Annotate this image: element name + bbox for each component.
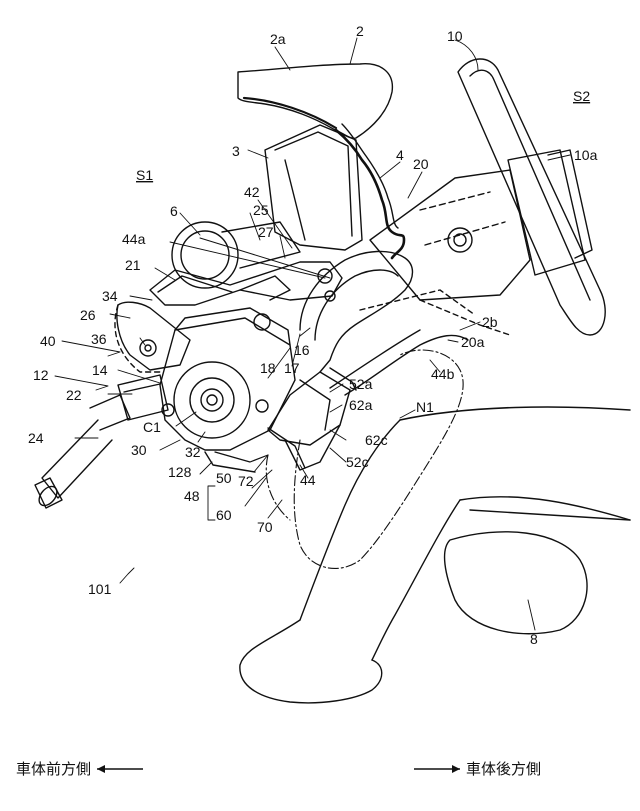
steering-wheel [457, 58, 606, 336]
label-17: 17 [284, 360, 300, 376]
label-52c: 52c [346, 454, 369, 470]
label-50: 50 [216, 470, 232, 486]
boundary-seal [334, 123, 406, 260]
label-128: 128 [168, 464, 192, 480]
label-21: 21 [125, 257, 141, 273]
label-30: 30 [131, 442, 147, 458]
label-101: 101 [88, 581, 112, 597]
label-10: 10 [447, 28, 463, 44]
label-N1: N1 [416, 399, 434, 415]
label-36: 36 [91, 331, 107, 347]
label-2: 2 [356, 23, 364, 39]
label-42: 42 [244, 184, 260, 200]
rear-direction-label: 車体後方側 [466, 760, 542, 778]
lower-bracket [114, 301, 191, 373]
label-24: 24 [28, 430, 44, 446]
upper-bracket [149, 237, 343, 331]
label-32: 32 [185, 444, 201, 460]
label-34: 34 [102, 288, 118, 304]
steering-column [359, 169, 531, 336]
front-direction: 車体前方側 [16, 758, 145, 779]
label-27: 27 [258, 224, 274, 240]
label-2a: 2a [270, 31, 286, 47]
knee-absorber [267, 367, 357, 471]
label-6: 6 [170, 203, 178, 219]
label-2b: 2b [482, 314, 498, 330]
label-8: 8 [530, 631, 538, 647]
label-20: 20 [413, 156, 429, 172]
floor-pedal [239, 419, 461, 704]
label-60: 60 [216, 507, 232, 523]
label-44b: 44b [431, 366, 455, 382]
label-48: 48 [184, 488, 200, 504]
intermediate-shaft [34, 374, 169, 509]
label-44a: 44a [122, 231, 146, 247]
seat [399, 406, 631, 635]
front-direction-label: 車体前方側 [16, 760, 92, 778]
label-C1: C1 [143, 419, 161, 435]
label-70: 70 [257, 519, 273, 535]
motor-housing [159, 307, 296, 473]
part-labels: 2 2a 3 4 20 10 S2 10a S1 42 6 25 44a 27 … [28, 23, 598, 647]
label-22: 22 [66, 387, 82, 403]
label-10a: 10a [574, 147, 598, 163]
label-18: 18 [260, 360, 276, 376]
label-4: 4 [396, 147, 404, 163]
label-62a: 62a [349, 397, 373, 413]
label-16: 16 [294, 342, 310, 358]
label-52a: 52a [349, 376, 373, 392]
label-44: 44 [300, 472, 316, 488]
label-26: 26 [80, 307, 96, 323]
arrow-right-icon [414, 764, 460, 773]
label-25: 25 [253, 202, 269, 218]
label-72: 72 [238, 473, 254, 489]
label-S2: S2 [573, 88, 590, 104]
rear-direction: 車体後方側 [412, 758, 541, 779]
label-S1: S1 [136, 167, 153, 183]
arrow-left-icon [97, 764, 144, 773]
label-3: 3 [232, 143, 240, 159]
leader-lines [54, 37, 571, 631]
knee-region-outline [265, 349, 464, 569]
label-62c: 62c [365, 432, 388, 448]
label-12: 12 [33, 367, 49, 383]
label-40: 40 [40, 333, 56, 349]
panel-member [264, 124, 363, 251]
label-14: 14 [92, 362, 108, 378]
label-20a: 20a [461, 334, 485, 350]
instrument-panel [237, 63, 394, 140]
curved-duct [299, 250, 469, 396]
